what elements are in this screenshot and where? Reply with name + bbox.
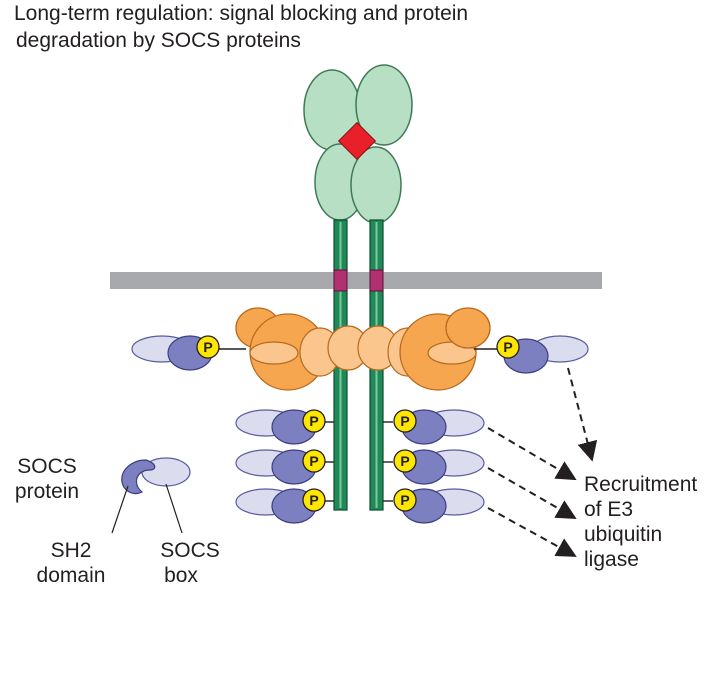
socs-on-jak-left xyxy=(131,335,246,371)
leader-sh2 xyxy=(111,485,129,534)
arrow-from-row-2 xyxy=(487,467,577,519)
leader-socs-box xyxy=(165,483,183,534)
legend-sh2-domain xyxy=(121,459,156,495)
phosphate-stalk-right-2: P xyxy=(393,449,417,473)
label-recruitment: Recruitment of E3 ubiquitin ligase xyxy=(584,472,723,572)
label-recruitment-line-3: ubiquitin xyxy=(584,523,663,546)
arrow-from-jak-socs xyxy=(567,367,598,462)
label-socs-protein-line-1: SOCS xyxy=(17,455,77,478)
label-socs-protein: SOCS protein xyxy=(4,454,90,504)
phosphate-label: P xyxy=(309,492,318,508)
ligand-diamond xyxy=(337,121,377,161)
phosphate-label: P xyxy=(203,339,212,355)
plasma-membrane xyxy=(110,272,602,289)
title-line-1: Long-term regulation: signal blocking an… xyxy=(14,2,469,25)
tm-segment-left xyxy=(333,269,348,292)
tm-segment-right xyxy=(369,269,384,292)
phosphate-label: P xyxy=(309,413,318,429)
arrow-from-row-3 xyxy=(487,507,577,557)
jak-kinase-right xyxy=(357,307,491,391)
phosphate-stalk-left-1: P xyxy=(302,409,326,433)
phosphate-stalk-left-2: P xyxy=(302,449,326,473)
phosphate-label: P xyxy=(309,453,318,469)
phosphate-label: P xyxy=(400,453,409,469)
label-socs-protein-line-2: protein xyxy=(14,480,80,503)
jak-kinase-left xyxy=(235,307,369,391)
receptor-upper-right-lobe xyxy=(355,64,413,146)
phosphate-label: P xyxy=(503,339,512,355)
phosphate-stalk-right-3: P xyxy=(393,488,417,512)
recruitment-arrows xyxy=(487,367,598,557)
label-sh2-domain: SH2 domain xyxy=(26,538,116,588)
phosphate-stalk-right-1: P xyxy=(393,409,417,433)
arrow-from-row-1 xyxy=(487,427,577,481)
phosphate-label: P xyxy=(400,492,409,508)
phosphate-jak-left: P xyxy=(196,335,220,359)
label-socs-box: SOCS box xyxy=(150,538,230,588)
label-socs-box-line-1: SOCS xyxy=(160,539,220,562)
diagram-title: Long-term regulation: signal blocking an… xyxy=(14,0,468,54)
label-recruitment-line-2: of E3 xyxy=(584,498,634,521)
title-line-2: degradation by SOCS proteins xyxy=(16,29,301,52)
phosphate-label: P xyxy=(400,413,409,429)
label-recruitment-line-4: ligase xyxy=(584,548,639,571)
label-sh2-line-2: domain xyxy=(36,564,106,587)
phosphate-jak-right: P xyxy=(496,335,520,359)
receptor-extracellular xyxy=(303,64,413,224)
label-sh2-line-1: SH2 xyxy=(50,539,92,562)
socs-on-jak-right xyxy=(474,335,589,374)
legend-socs-protein xyxy=(111,457,191,534)
socs-stalk-right-row-3 xyxy=(383,488,485,524)
label-socs-box-line-2: box xyxy=(164,564,198,587)
label-recruitment-line-1: Recruitment xyxy=(584,473,698,496)
phosphate-stalk-left-3: P xyxy=(302,488,326,512)
